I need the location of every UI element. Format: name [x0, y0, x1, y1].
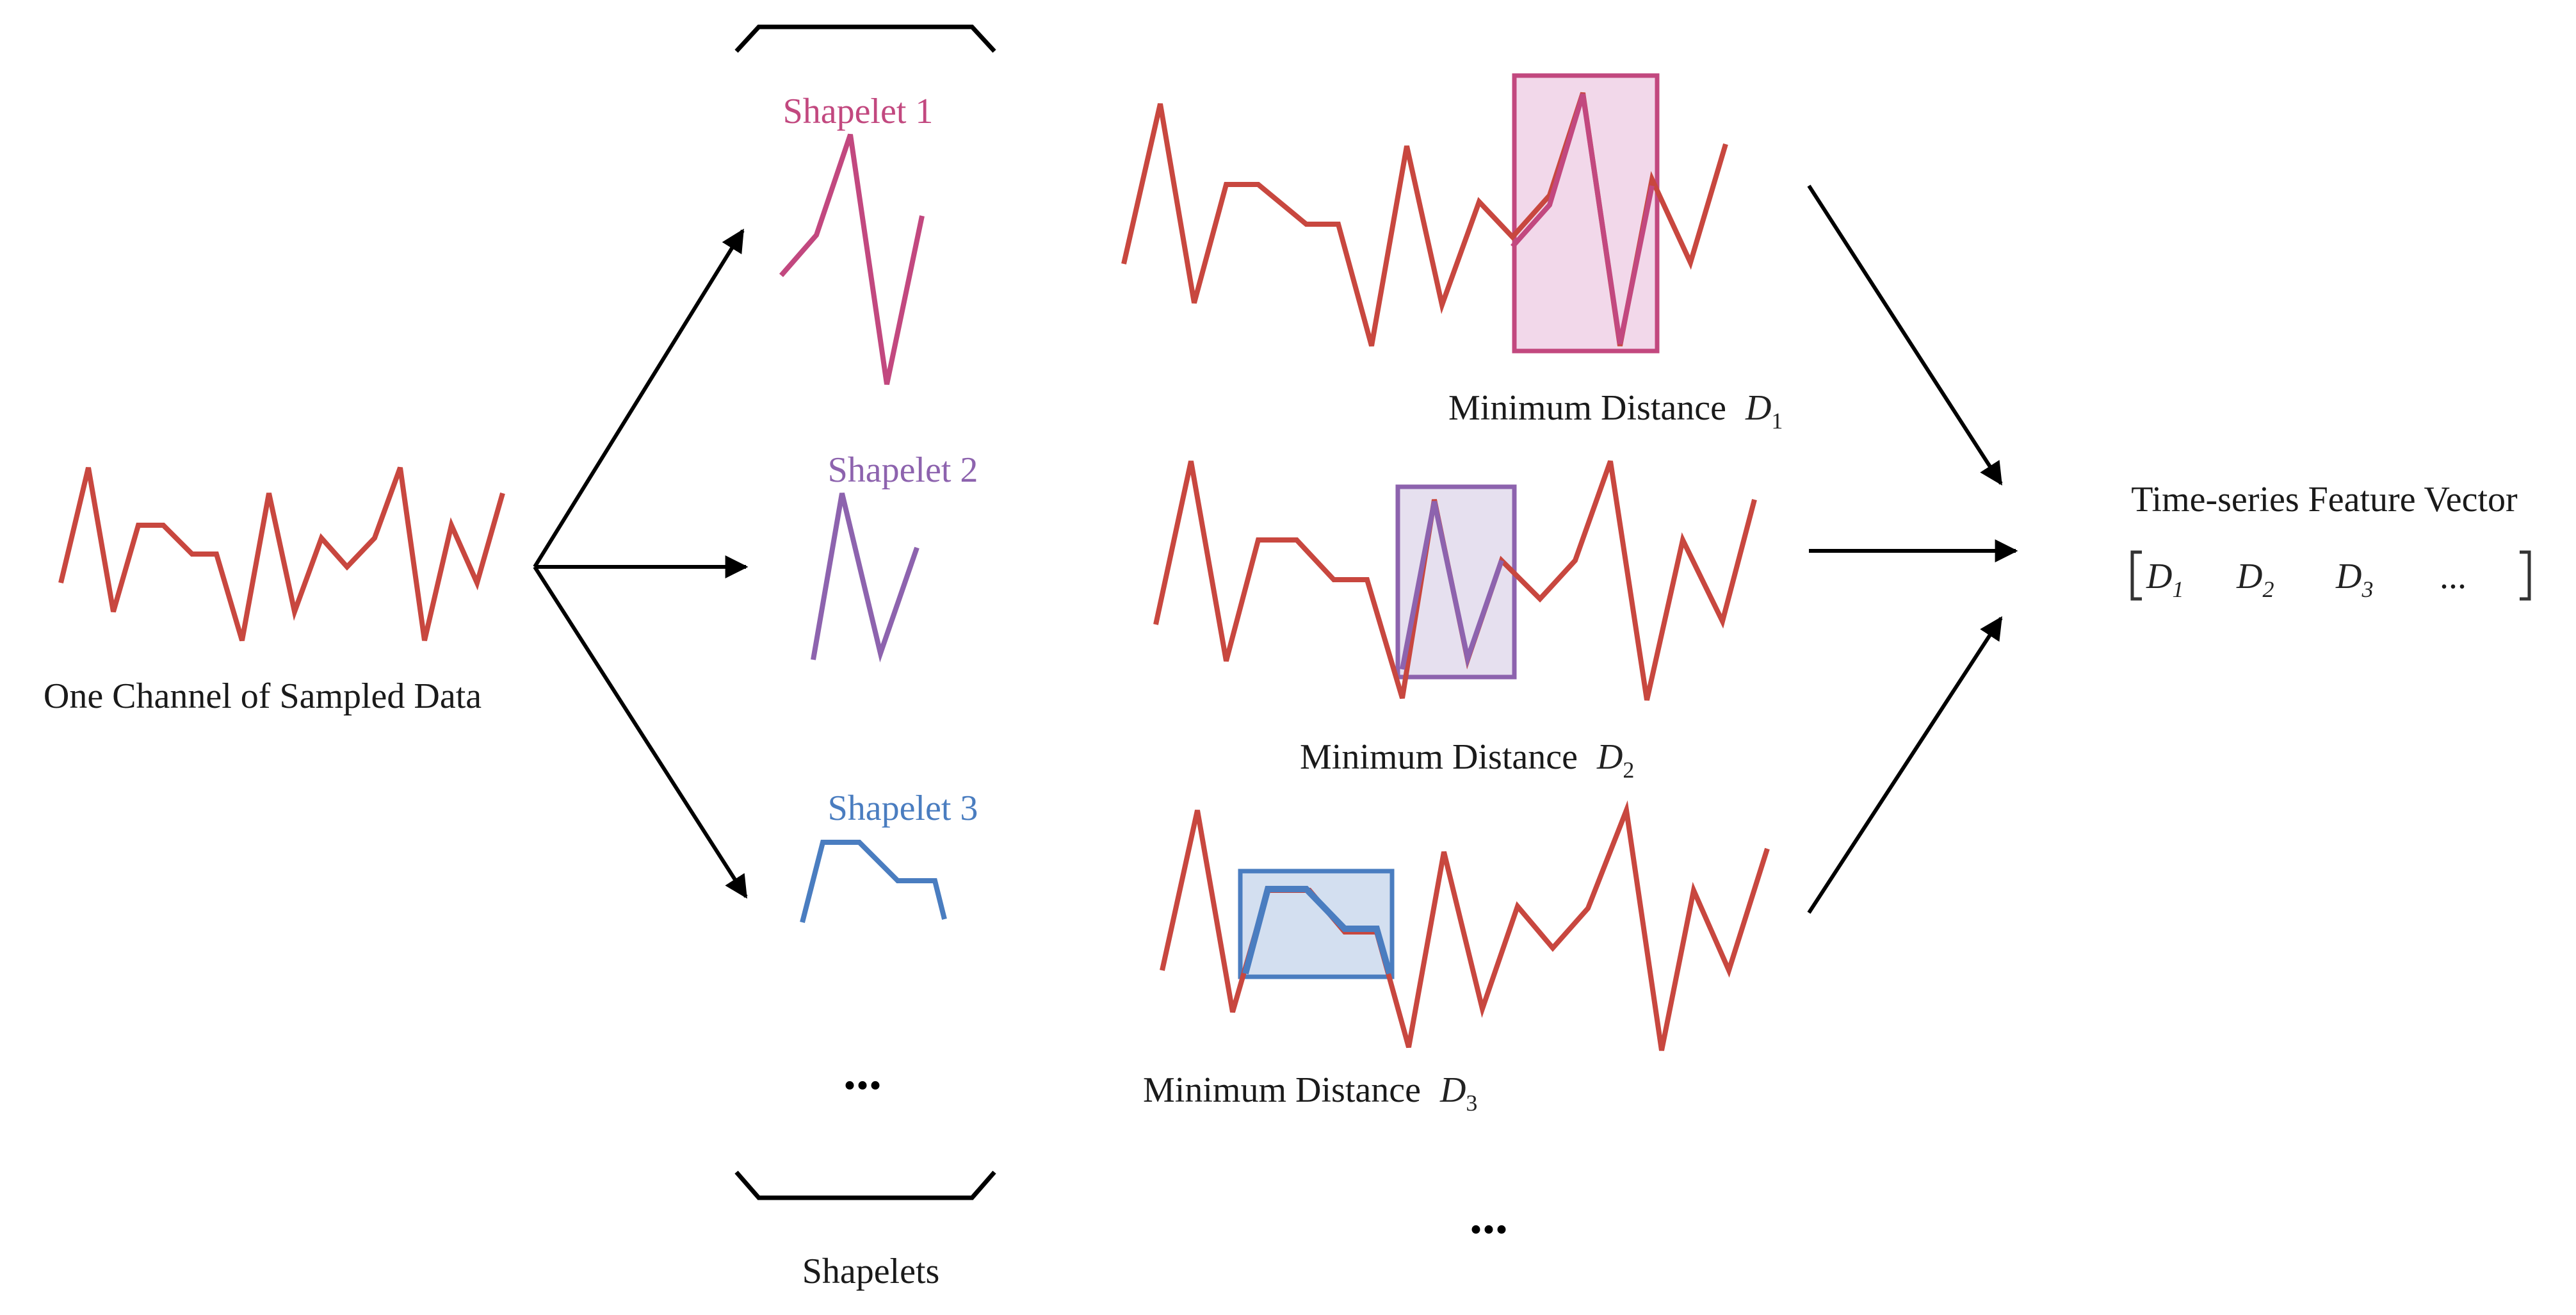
shapelets-group-label: Shapelets — [802, 1252, 940, 1291]
shapelet-1-label: Shapelet 1 — [783, 92, 934, 131]
match-2-label: Minimum Distance D2 — [1300, 737, 1634, 783]
output-arrows — [1807, 184, 2018, 914]
match-1: Minimum Distance D1 — [1121, 73, 1783, 434]
match-1-label: Minimum Distance D1 — [1448, 388, 1783, 434]
match-2-shapelet-overlay — [1400, 501, 1504, 670]
output-vector: Time-series Feature Vector D1 D2 D3 ... — [2130, 480, 2531, 602]
match-3-window — [1238, 869, 1395, 979]
shapelet-3-label: Shapelet 3 — [828, 788, 978, 828]
shapelets-group: Shapelet 1 Shapelet 2 Shapelet 3 ... Sha… — [734, 24, 996, 1291]
shapelets-top-bracket — [734, 24, 996, 53]
match-3: Minimum Distance D3 — [1143, 800, 1770, 1116]
match-1-shapelet-overlay — [1511, 93, 1655, 345]
vector-entry-3: D3 — [2335, 557, 2373, 602]
shapelet-1-line — [779, 133, 925, 385]
vector-right-bracket — [2520, 550, 2531, 601]
output-title: Time-series Feature Vector — [2131, 480, 2518, 519]
arrow-from-match-1 — [1807, 184, 2003, 486]
shapelet-3-line — [800, 840, 947, 923]
arrow-from-match-3 — [1807, 616, 2003, 914]
arrow-to-shapelet-1 — [533, 228, 745, 568]
input-series-line — [58, 466, 505, 642]
match-3-label: Minimum Distance D3 — [1143, 1070, 1477, 1116]
shapelets-bottom-bracket — [734, 1170, 996, 1200]
match-3-shapelet-overlay — [1242, 886, 1393, 975]
vector-entry-1: D1 — [2146, 557, 2183, 602]
matches-ellipsis: ... — [1470, 1188, 1508, 1245]
vector-entry-2: D2 — [2236, 557, 2274, 602]
input-arrows — [533, 228, 749, 899]
shapelet-2-label: Shapelet 2 — [828, 450, 978, 490]
shapelets-ellipsis: ... — [843, 1044, 882, 1100]
vector-ellipsis: ... — [2440, 557, 2467, 596]
input-series: One Channel of Sampled Data — [44, 466, 505, 716]
vector-left-bracket — [2130, 550, 2142, 601]
match-2: Minimum Distance D2 — [1153, 460, 1757, 783]
input-label: One Channel of Sampled Data — [44, 676, 482, 716]
shapelet-2-line — [811, 493, 919, 663]
arrow-to-shapelet-3 — [533, 566, 748, 899]
